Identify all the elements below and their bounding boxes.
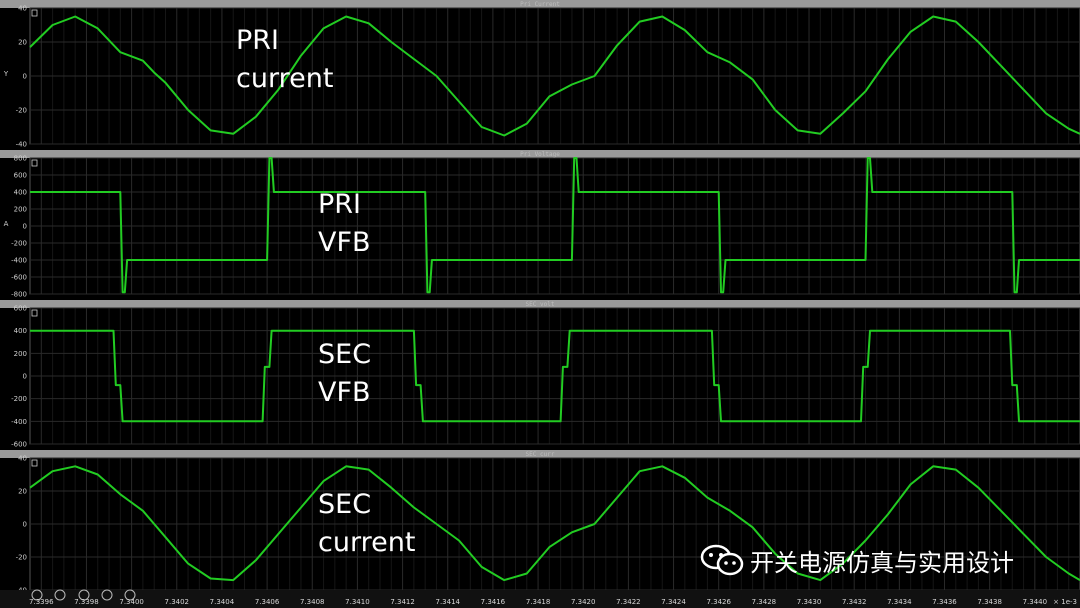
xtick-label-20: 7.3436: [932, 598, 957, 606]
toolbar-tool-icon-4: [124, 589, 136, 601]
panel-3-ytick-0: 40: [18, 455, 27, 463]
toolbar-tool-icon-1: [54, 589, 66, 601]
panel-1-ytick-3: 200: [14, 206, 27, 214]
panel-1-ytick-0: 800: [14, 155, 27, 163]
panel-1-ytick-1: 600: [14, 172, 27, 180]
panel-1-ytick-2: 400: [14, 189, 27, 197]
panel-2-ytick-1: 400: [14, 327, 27, 335]
sec-current-label: SEC current: [318, 486, 415, 562]
xtick-label-11: 7.3418: [526, 598, 551, 606]
xtick-label-22: 7.3440: [1023, 598, 1048, 606]
pri-vfb-label: PRI VFB: [318, 186, 371, 262]
panel-1-title: Pri Voltage: [520, 151, 560, 158]
panel-3-title: SEC curr: [526, 451, 555, 458]
xtick-label-0: 7.3396: [29, 598, 54, 606]
wechat-icon: [700, 544, 744, 576]
xtick-label-19: 7.3434: [887, 598, 912, 606]
sec-vfb-label-line1: SEC: [318, 339, 372, 370]
panel-0-ytick-3: -20: [16, 107, 27, 115]
panel-3-ytick-1: 20: [18, 488, 27, 496]
panel-2-ytick-5: -400: [11, 418, 27, 426]
xtick-label-9: 7.3414: [435, 598, 460, 606]
sec-current-label-line1: SEC: [318, 489, 372, 520]
panel-1-ytick-5: -200: [11, 240, 27, 248]
panel-3-legend-icon: [31, 459, 38, 467]
xtick-label-12: 7.3420: [571, 598, 596, 606]
panel-2-series-0-line: [30, 329, 1080, 423]
panel-0-title-bar: [0, 0, 1080, 8]
watermark-text: 开关电源仿真与实用设计: [750, 548, 1014, 577]
xtick-label-14: 7.3424: [661, 598, 686, 606]
xtick-label-6: 7.3408: [300, 598, 325, 606]
xtick-label-13: 7.3422: [616, 598, 641, 606]
panel-1-ytick-8: -800: [11, 291, 27, 299]
xtick-label-7: 7.3410: [345, 598, 370, 606]
panel-1-series-0-line: [30, 157, 1080, 294]
xtick-label-5: 7.3406: [255, 598, 280, 606]
panel-1-ylabel: A: [4, 220, 9, 228]
panel-2-ytick-0: 600: [14, 305, 27, 313]
panel-2-ytick-4: -200: [11, 395, 27, 403]
panel-2-title-bar: [0, 300, 1080, 308]
panel-0-ytick-4: -40: [16, 141, 27, 149]
sec-vfb-label: SEC VFB: [318, 336, 371, 412]
panel-2-title: SEC volt: [526, 301, 555, 308]
xtick-label-2: 7.3400: [119, 598, 144, 606]
panel-0-ytick-0: 40: [18, 5, 27, 13]
xtick-label-8: 7.3412: [390, 598, 415, 606]
bottom-toolbar: [0, 590, 1080, 608]
panel-0-legend-icon: [31, 9, 38, 17]
panel-1-title-bar: [0, 150, 1080, 158]
xtick-label-21: 7.3438: [977, 598, 1002, 606]
xtick-label-4: 7.3404: [210, 598, 235, 606]
panel-2-ytick-2: 200: [14, 350, 27, 358]
panel-3-title-bar: [0, 450, 1080, 458]
panel-0-series-0-line: [29, 15, 1080, 137]
xtick-label-17: 7.3430: [797, 598, 822, 606]
xtick-label-10: 7.3416: [481, 598, 506, 606]
pri-vfb-label-line1: PRI: [318, 189, 362, 220]
toolbar-tool-icon-3: [101, 589, 113, 601]
xtick-label-3: 7.3402: [165, 598, 190, 606]
panel-3-ytick-2: 0: [23, 521, 27, 529]
toolbar-tool-icon-0: [31, 589, 43, 601]
panel-2-ytick-3: 0: [23, 373, 27, 381]
xtick-label-16: 7.3428: [752, 598, 777, 606]
panel-1-legend-icon: [31, 159, 38, 167]
panel-0-ylabel: Y: [3, 70, 9, 78]
xtick-label-15: 7.3426: [706, 598, 731, 606]
panel-0-title: Pri Current: [520, 1, 560, 8]
watermark: 开关电源仿真与实用设计: [700, 543, 1014, 577]
xtick-label-1: 7.3398: [74, 598, 99, 606]
panel-2-ytick-6: -600: [11, 441, 27, 449]
pri-current-label: PRI current: [236, 22, 333, 98]
pri-vfb-label-line2: VFB: [318, 227, 371, 258]
sec-current-label-line2: current: [318, 527, 416, 558]
toolbar-tool-icon-2: [78, 589, 90, 601]
x-scale-label: × 1e-3: [1053, 598, 1077, 606]
panel-0-ytick-2: 0: [23, 73, 27, 81]
panel-1-ytick-7: -600: [11, 274, 27, 282]
xtick-label-18: 7.3432: [842, 598, 867, 606]
pri-current-label-line2: current: [236, 63, 334, 94]
panel-0-ytick-1: 20: [18, 39, 27, 47]
panel-3-ytick-3: -20: [16, 554, 27, 562]
panel-1-ytick-6: -400: [11, 257, 27, 265]
panel-2-legend-icon: [31, 309, 38, 317]
sec-vfb-label-line2: VFB: [318, 377, 371, 408]
panel-3-series-0-line: [29, 465, 1080, 582]
panel-1-ytick-4: 0: [23, 223, 27, 231]
pri-current-label-line1: PRI: [236, 25, 280, 56]
